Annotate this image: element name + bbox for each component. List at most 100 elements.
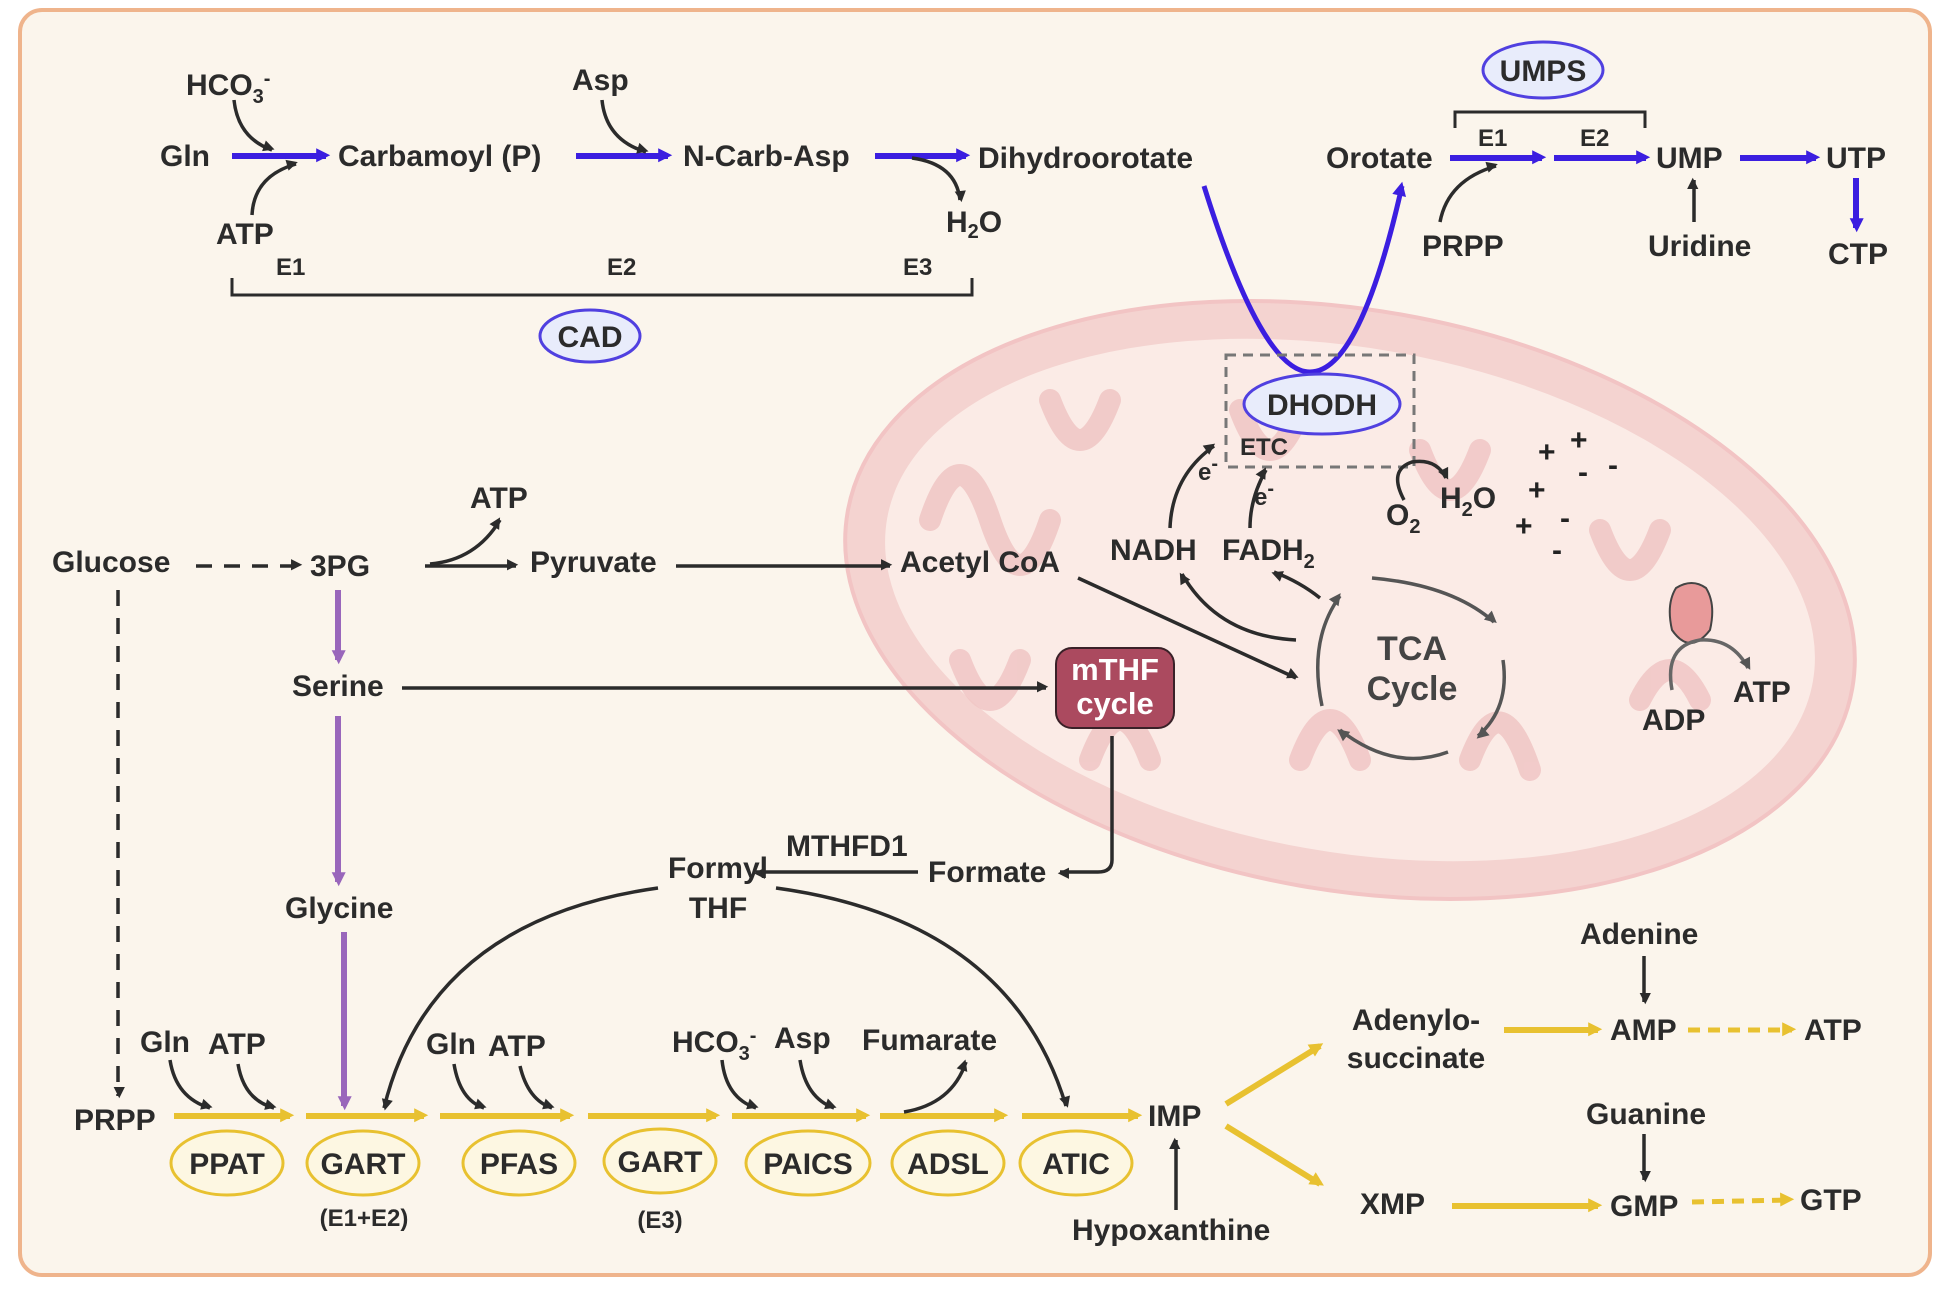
cad-e3: E3 [903, 254, 932, 281]
arrow-tca-fadh2 [1271, 570, 1322, 600]
svg-text:PFAS: PFAS [480, 1148, 558, 1181]
enzyme-atic [1018, 1129, 1134, 1197]
arrow-nadh-etc [1168, 443, 1216, 529]
adenylo-label-2: succinate [1347, 1042, 1485, 1075]
arrow-asp-purine-in [798, 1059, 837, 1110]
adp-label: ADP [1642, 704, 1705, 737]
cad-bracket [230, 278, 974, 297]
enzyme-gart-2 [602, 1127, 718, 1195]
arrow-atp1-in [236, 1063, 277, 1110]
purine-enzymes: PPAT GART PFAS GART PAICS ADSL ATIC [169, 1127, 1134, 1197]
gln2-label: Gln [426, 1028, 476, 1061]
o2-label: O2 [1386, 499, 1420, 538]
dihydroorotate-label: Dihydroorotate [978, 142, 1193, 175]
svg-text:+: + [1570, 424, 1588, 457]
h2o-mito-label: H2O [1440, 482, 1496, 521]
atp2-label: ATP [488, 1030, 546, 1063]
e-minus-1: e- [1198, 453, 1218, 486]
arrow-prpp-in [1438, 161, 1498, 223]
prpp-label: PRPP [74, 1104, 156, 1137]
enzyme-ppat [169, 1129, 285, 1197]
enzyme-adsl [890, 1129, 1006, 1197]
hco3-purine-label: HCO3- [672, 1025, 756, 1065]
asp-label: Asp [572, 64, 629, 97]
gtp-label: GTP [1800, 1184, 1862, 1217]
guanine-label: Guanine [1586, 1098, 1706, 1131]
fumarate-label: Fumarate [862, 1024, 997, 1057]
arrow-atp-in [250, 159, 298, 216]
arrow-gln1-in [168, 1059, 213, 1110]
svg-text:-: - [1578, 456, 1588, 489]
ump-label: UMP [1656, 142, 1723, 175]
glycolysis-pathway: Glucose 3PG ATP Pyruvate Acetyl CoA Seri… [52, 482, 1299, 1111]
atp-out-label: ATP [1804, 1014, 1862, 1047]
atp1-label: ATP [208, 1028, 266, 1061]
glycine-label: Glycine [285, 892, 393, 925]
serine-label: Serine [292, 670, 384, 703]
gmp-label: GMP [1610, 1190, 1678, 1223]
arrow-gmp-gtp [1691, 1192, 1795, 1207]
arrow-imp-adenylo [1224, 1043, 1324, 1107]
mito-contents: DHODH ETC NADH FADH2 e- e- O2 H2O + + + … [1110, 353, 1791, 761]
cad-label: CAD [558, 321, 623, 354]
xmp-label: XMP [1360, 1188, 1425, 1221]
arrow-hco3-purine-in [720, 1059, 759, 1110]
mthf-label-1: mTHF [1071, 652, 1159, 687]
fadh2-label: FADH2 [1222, 534, 1315, 573]
umps-label: UMPS [1500, 55, 1587, 88]
cad-e1: E1 [276, 254, 305, 281]
utp-label: UTP [1826, 142, 1886, 175]
enzyme-pfas [461, 1129, 577, 1197]
etc-box [1224, 353, 1416, 469]
n-carb-asp-label: N-Carb-Asp [683, 140, 850, 173]
enzyme-paics [744, 1129, 872, 1197]
svg-text:+: + [1528, 474, 1546, 507]
arrow-hco3-in [232, 99, 275, 152]
arrow-imp-xmp [1224, 1123, 1324, 1187]
ctp-label: CTP [1828, 238, 1888, 271]
svg-text:PAICS: PAICS [763, 1148, 852, 1181]
svg-text:+: + [1538, 436, 1556, 469]
umps-bracket [1453, 110, 1647, 128]
atp-synthase-icon [1668, 582, 1714, 644]
svg-text:-: - [1552, 534, 1562, 567]
pyruvate-label: Pyruvate [530, 546, 657, 579]
mthf-label-2: cycle [1076, 686, 1154, 721]
uridine-label: Uridine [1648, 230, 1751, 263]
umps-ellipse [1481, 40, 1605, 100]
dhodh-label: DHODH [1267, 389, 1377, 422]
svg-text:GART: GART [618, 1146, 703, 1179]
arrow-asp-in [600, 99, 649, 154]
imp-label: IMP [1148, 1100, 1201, 1133]
purine-pathway: PRPP Gln ATP Gln ATP HCO3- Asp Fumarate … [74, 918, 1862, 1247]
enzyme-gart-1 [305, 1129, 421, 1197]
atp-mito-label: ATP [1733, 676, 1791, 709]
arrow-fumarate-out [903, 1059, 968, 1114]
nadh-label: NADH [1110, 534, 1197, 567]
formyl-label-1: Formyl [668, 852, 768, 885]
arrow-adp-atp [1668, 638, 1751, 691]
arrow-dho-orotate [1201, 181, 1406, 375]
pyrimidine-pathway: HCO3- Gln ATP Carbamoyl (P) Asp N-Carb-A… [160, 40, 1888, 375]
membrane-charges: + + + + - - - - [1515, 424, 1618, 567]
arrow-formyl-gart1 [381, 886, 659, 1111]
arrow-acetyl-tca [1077, 576, 1299, 680]
svg-text:GART: GART [321, 1148, 406, 1181]
umps-e2: E2 [1580, 125, 1609, 152]
h2o-label: H2O [946, 206, 1002, 243]
prpp-top-label: PRPP [1422, 230, 1504, 263]
gln-label: Gln [160, 140, 210, 173]
adenine-label: Adenine [1580, 918, 1698, 951]
formyl-label-2: THF [689, 892, 747, 925]
e-minus-2: e- [1254, 478, 1274, 511]
svg-text:ATIC: ATIC [1042, 1148, 1110, 1181]
adenylo-label-1: Adenylo- [1352, 1004, 1480, 1037]
tca-label-2: Cycle [1367, 670, 1458, 708]
svg-text:PPAT: PPAT [189, 1148, 265, 1181]
etc-label: ETC [1240, 434, 1288, 461]
atp-glyco-label: ATP [470, 482, 528, 515]
gart-note-2: (E3) [637, 1207, 682, 1234]
tca-cycle [1316, 576, 1506, 761]
dhodh-ellipse [1242, 372, 1402, 436]
arrow-gln2-in [452, 1063, 487, 1110]
